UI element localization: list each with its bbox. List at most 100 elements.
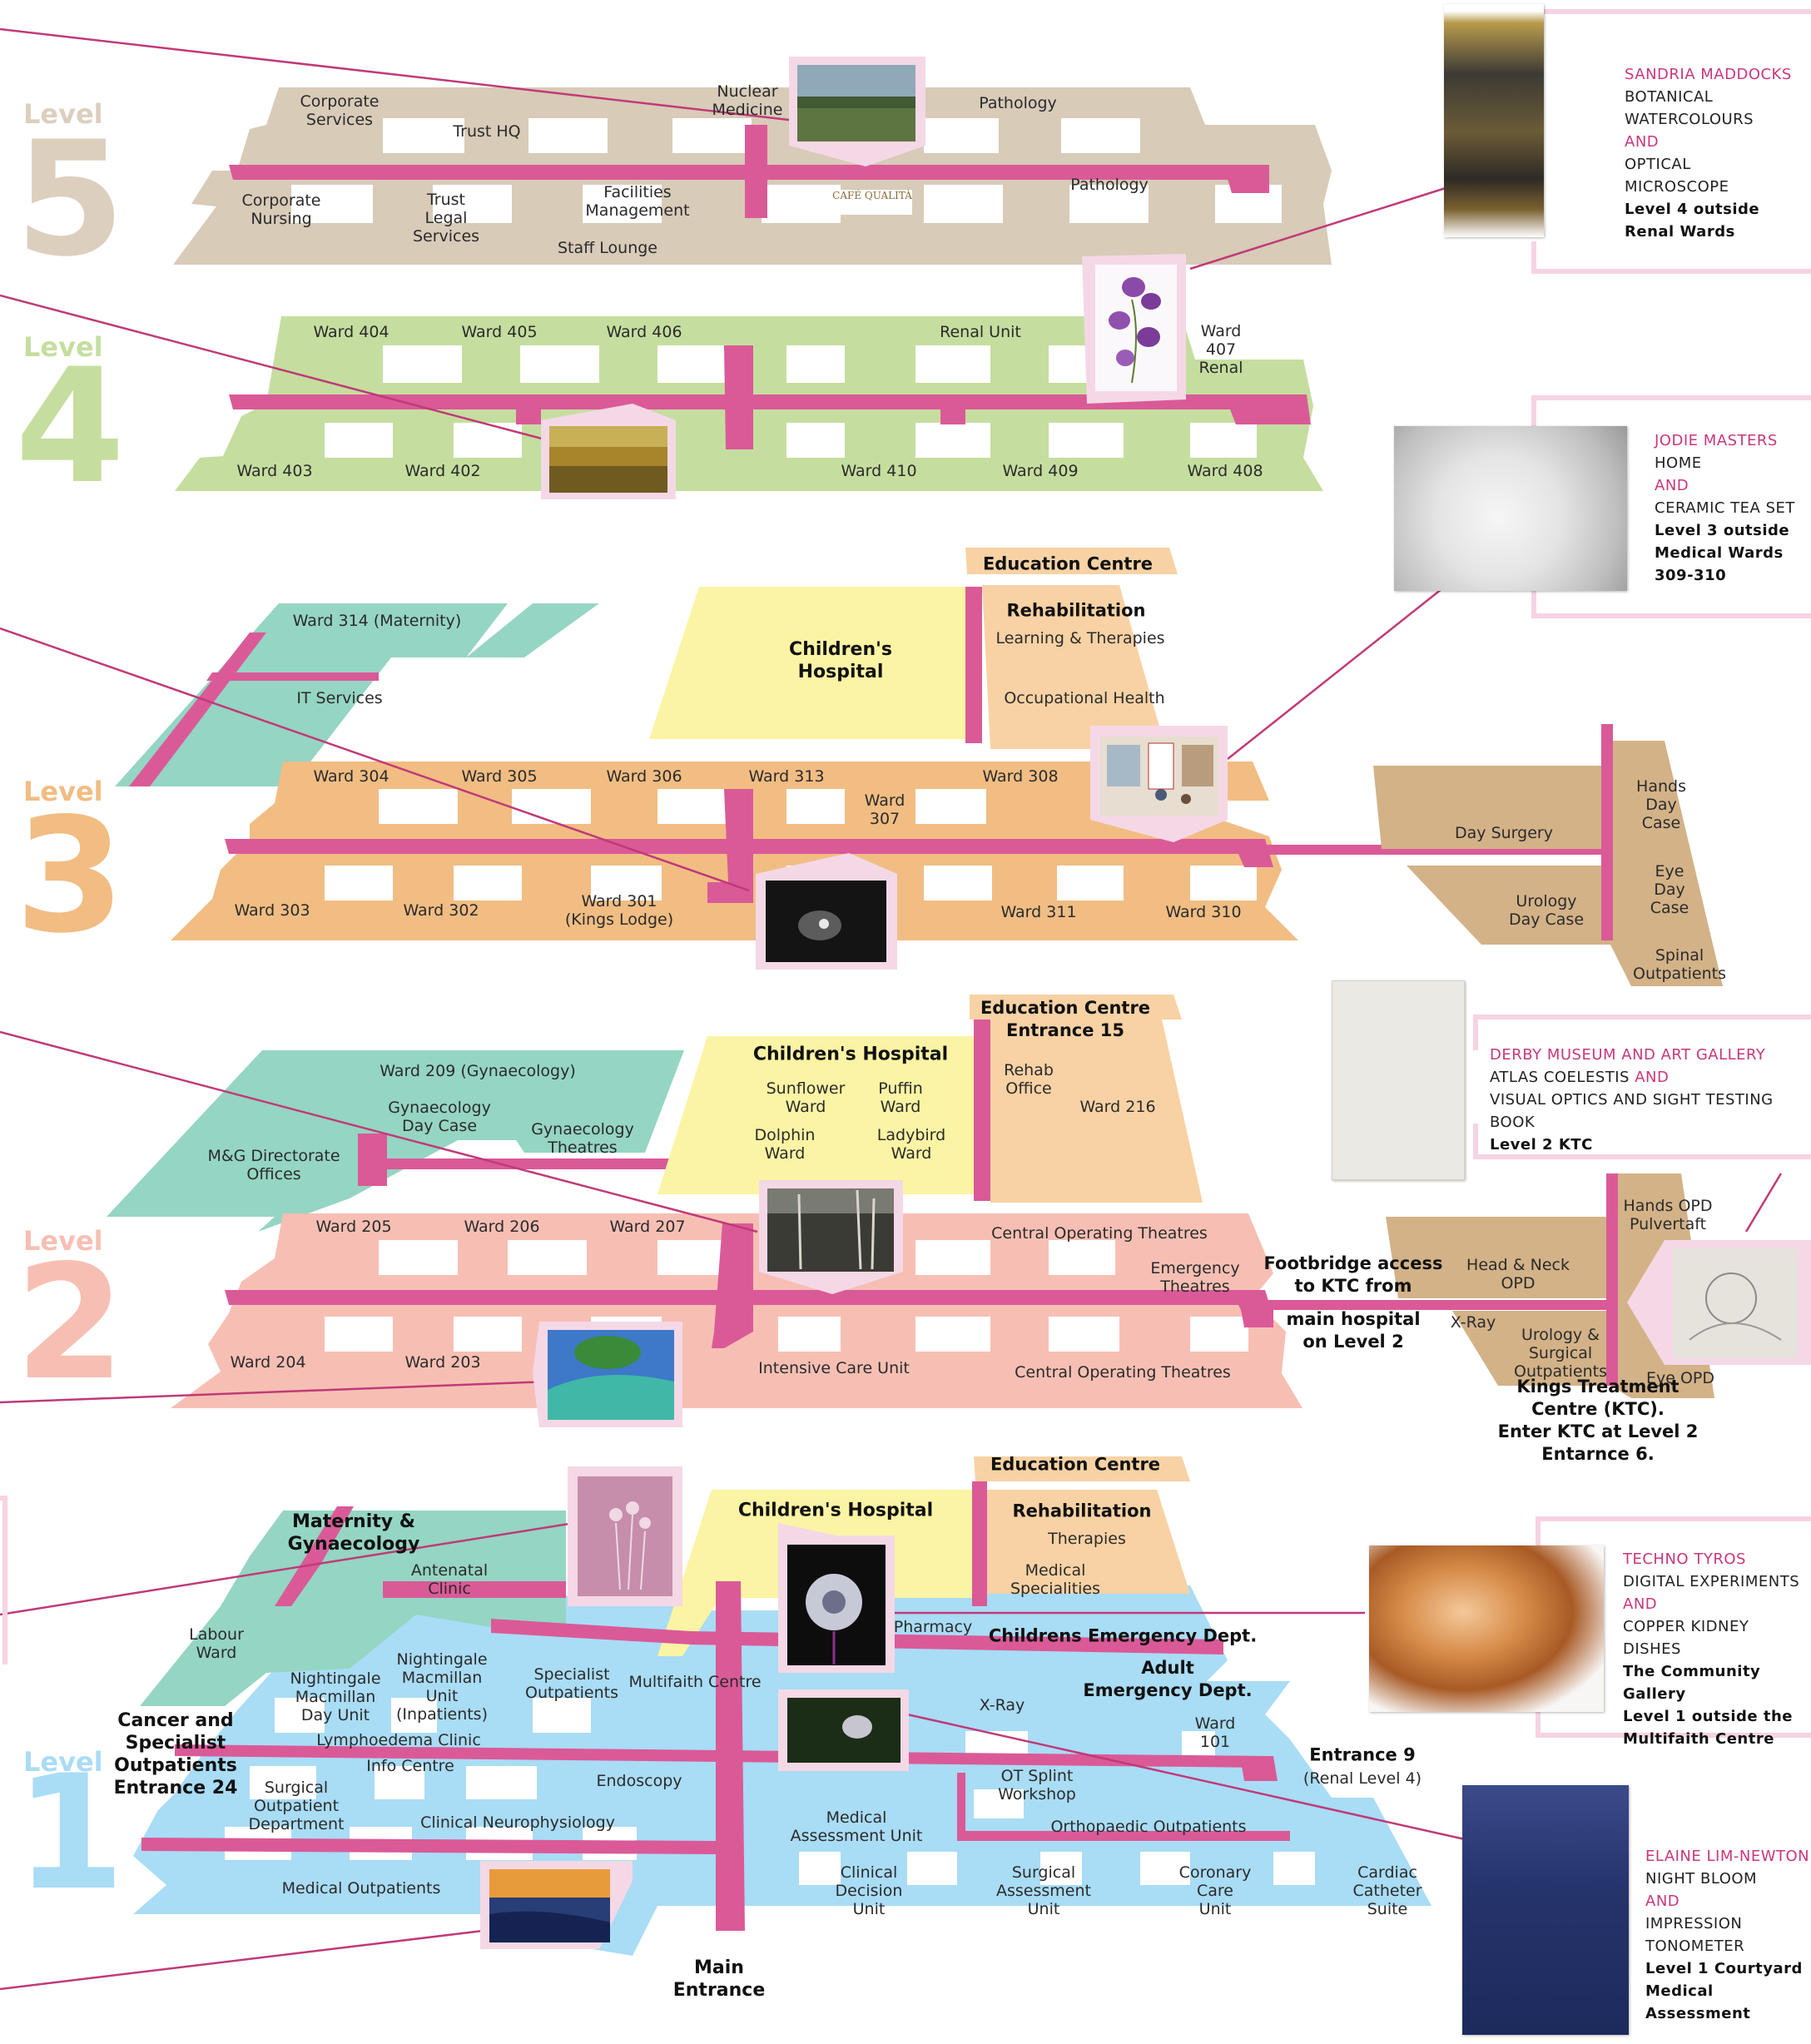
artwork-title: ATLAS COELESTIS: [1490, 1069, 1630, 1086]
ward-305-label: Ward 305: [461, 767, 538, 786]
artwork-landscape-thumb: [789, 57, 925, 215]
clinical-decision-unit-label: Clinical Decision Unit: [835, 1863, 903, 1918]
artwork-line: TONOMETER: [1645, 1937, 1745, 1955]
book-photo: [1332, 980, 1465, 1180]
ward-308-label: Ward 308: [982, 767, 1059, 786]
ward-204-label: Ward 204: [230, 1353, 306, 1372]
central-operating-theatres-top-label: Central Operating Theatres: [991, 1224, 1208, 1243]
hands-opd-label: Hands OPD Pulvertaft: [1623, 1197, 1713, 1233]
and-label: AND: [1625, 133, 1660, 151]
location-line: Level 2 KTC: [1490, 1136, 1593, 1153]
level-3-word: Level: [23, 776, 103, 807]
info-centre-label: Info Centre: [366, 1757, 454, 1775]
artwork-line: CERAMIC TEA SET: [1655, 499, 1795, 517]
microscope-photo: [1444, 4, 1544, 237]
xray-l1-label: X-Ray: [979, 1696, 1025, 1714]
location-line: Multifaith Centre: [1623, 1730, 1774, 1748]
footbridge-label: Footbridge access to KTC from: [1263, 1253, 1443, 1296]
ward-304-label: Ward 304: [313, 767, 389, 786]
gynaecology-theatres-label: Gynaecology Theatres: [531, 1120, 634, 1157]
cancer-specialist-outpatients-label: Cancer and Specialist Outpatients Entran…: [113, 1710, 238, 1798]
ward-216-label: Ward 216: [1079, 1098, 1156, 1116]
dolphin-ward-label: Dolphin Ward: [754, 1126, 816, 1163]
ladybird-ward-label: Ladybird Ward: [876, 1126, 946, 1163]
ward-206-label: Ward 206: [464, 1218, 540, 1236]
spinal-outpatients-label: Spinal Outpatients: [1633, 946, 1726, 983]
artwork-moon-thumb: [756, 853, 897, 970]
location-line: The Community Gallery: [1623, 1663, 1761, 1703]
level-4-word: Level: [23, 331, 103, 363]
surgical-outpatient-dept-label: Surgical Outpatient Department: [248, 1779, 345, 1833]
artist-name: SANDRIA MADDOCKS: [1625, 66, 1792, 83]
occupational-health-label: Occupational Health: [1004, 689, 1165, 707]
central-operating-theatres-bottom-label: Central Operating Theatres: [1015, 1363, 1231, 1382]
artwork-shopfront-thumb: [1090, 726, 1228, 842]
and-label: AND: [1645, 1893, 1680, 1910]
medical-assessment-unit-label: Medical Assessment Unit: [790, 1808, 923, 1845]
sunflower-ward-label: Sunflower Ward: [766, 1079, 846, 1116]
artwork-field-thumb: [541, 404, 676, 499]
ward-311-label: Ward 311: [1000, 903, 1077, 921]
ward-402-label: Ward 402: [404, 462, 481, 480]
lymphoedema-clinic-label: Lymphoedema Clinic: [316, 1731, 481, 1749]
education-centre-l1-label: Education Centre: [990, 1454, 1161, 1475]
rehab-office-label: Rehab Office: [1004, 1061, 1054, 1098]
artwork-line: OPTICAL: [1625, 156, 1691, 173]
level-2-number: 2: [15, 1231, 126, 1415]
artwork-line: IMPRESSION: [1645, 1915, 1743, 1932]
artist-name: DERBY MUSEUM AND ART GALLERY: [1490, 1046, 1766, 1064]
ward-207-label: Ward 207: [609, 1218, 686, 1236]
artwork-line: DIGITAL EXPERIMENTS: [1623, 1573, 1800, 1590]
childrens-hospital-l2-label: Children's Hospital: [752, 1044, 949, 1065]
head-neck-opd-label: Head & Neck OPD: [1466, 1256, 1570, 1292]
hands-day-case-label: Hands Day Case: [1636, 777, 1686, 832]
ward-405-label: Ward 405: [461, 323, 538, 341]
learning-therapies-label: Learning & Therapies: [995, 629, 1165, 647]
level-5-number: 5: [15, 107, 126, 291]
orthopaedic-outpatients-label: Orthopaedic Outpatients: [1050, 1818, 1247, 1836]
artist-info-jodie: JODIE MASTERS HOME AND CERAMIC TEA SET L…: [1655, 429, 1795, 587]
staff-lounge-label: Staff Lounge: [558, 239, 657, 257]
artwork-dandelion-thumb: [778, 1523, 895, 1673]
day-surgery-label: Day Surgery: [1455, 824, 1553, 842]
ward-403-label: Ward 403: [236, 462, 313, 480]
cafe-label: CAFÉ QUALITÀ: [832, 190, 912, 201]
artwork-tree-thumb: [533, 1322, 682, 1427]
level-4-number: 4: [15, 335, 126, 518]
location-line: Renal Wards: [1625, 223, 1735, 241]
urology-surgical-outpatients-label: Urology & Surgical Outpatients: [1514, 1326, 1607, 1381]
and-label: AND: [1623, 1595, 1658, 1613]
artwork-celestial-thumb: [1627, 1240, 1811, 1365]
therapies-label: Therapies: [1048, 1530, 1126, 1548]
ward-407-label: Ward 407 Renal: [1198, 322, 1243, 377]
surgical-assessment-unit-label: Surgical Assessment Unit: [996, 1863, 1091, 1918]
artwork-orchid-thumb: [1082, 254, 1186, 404]
artwork-line: COPPER KIDNEY DISHES: [1623, 1618, 1749, 1658]
urology-day-case-label: Urology Day Case: [1508, 892, 1585, 929]
renal-unit-label: Renal Unit: [940, 323, 1021, 341]
level-1-number: 1: [15, 1741, 126, 1925]
ward-209-label: Ward 209 (Gynaecology): [380, 1062, 576, 1080]
connector-lines: [0, 27, 1783, 1991]
artwork-nightbloom-thumb: [778, 1689, 909, 1771]
nightingale-inpatients-label: Nightingale Macmillan Unit (Inpatients): [396, 1650, 488, 1724]
medical-outpatients-label: Medical Outpatients: [281, 1879, 441, 1898]
specialist-outpatients-label: Specialist Outpatients: [525, 1665, 618, 1702]
level-2-word: Level: [23, 1225, 103, 1257]
artist-info-techno: TECHNO TYROS DIGITAL EXPERIMENTS AND COP…: [1623, 1548, 1811, 1750]
childrens-emergency-dept-label: Childrens Emergency Dept.: [988, 1625, 1258, 1646]
ward-404-label: Ward 404: [313, 323, 389, 341]
tonometer-photo: [1462, 1785, 1629, 2035]
artist-info-sandria: SANDRIA MADDOCKS BOTANICAL WATERCOLOURS …: [1625, 63, 1792, 243]
ward-310-label: Ward 310: [1165, 903, 1242, 921]
rehabilitation-l1-label: Rehabilitation: [1012, 1501, 1152, 1521]
artist-info-derby: DERBY MUSEUM AND ART GALLERY ATLAS COELE…: [1490, 1044, 1811, 1156]
trust-hq-label: Trust HQ: [453, 122, 521, 141]
location-line: Level 1 outside the: [1623, 1708, 1794, 1725]
artwork-line: NIGHT BLOOM: [1645, 1870, 1758, 1888]
main-hospital-level2-label: main hospital on Level 2: [1286, 1309, 1421, 1352]
medical-specialities-label: Medical Specialities: [1010, 1561, 1101, 1598]
ktc-xray-label: X-Ray: [1450, 1313, 1496, 1332]
coronary-care-unit-label: Coronary Care Unit: [1178, 1863, 1252, 1918]
